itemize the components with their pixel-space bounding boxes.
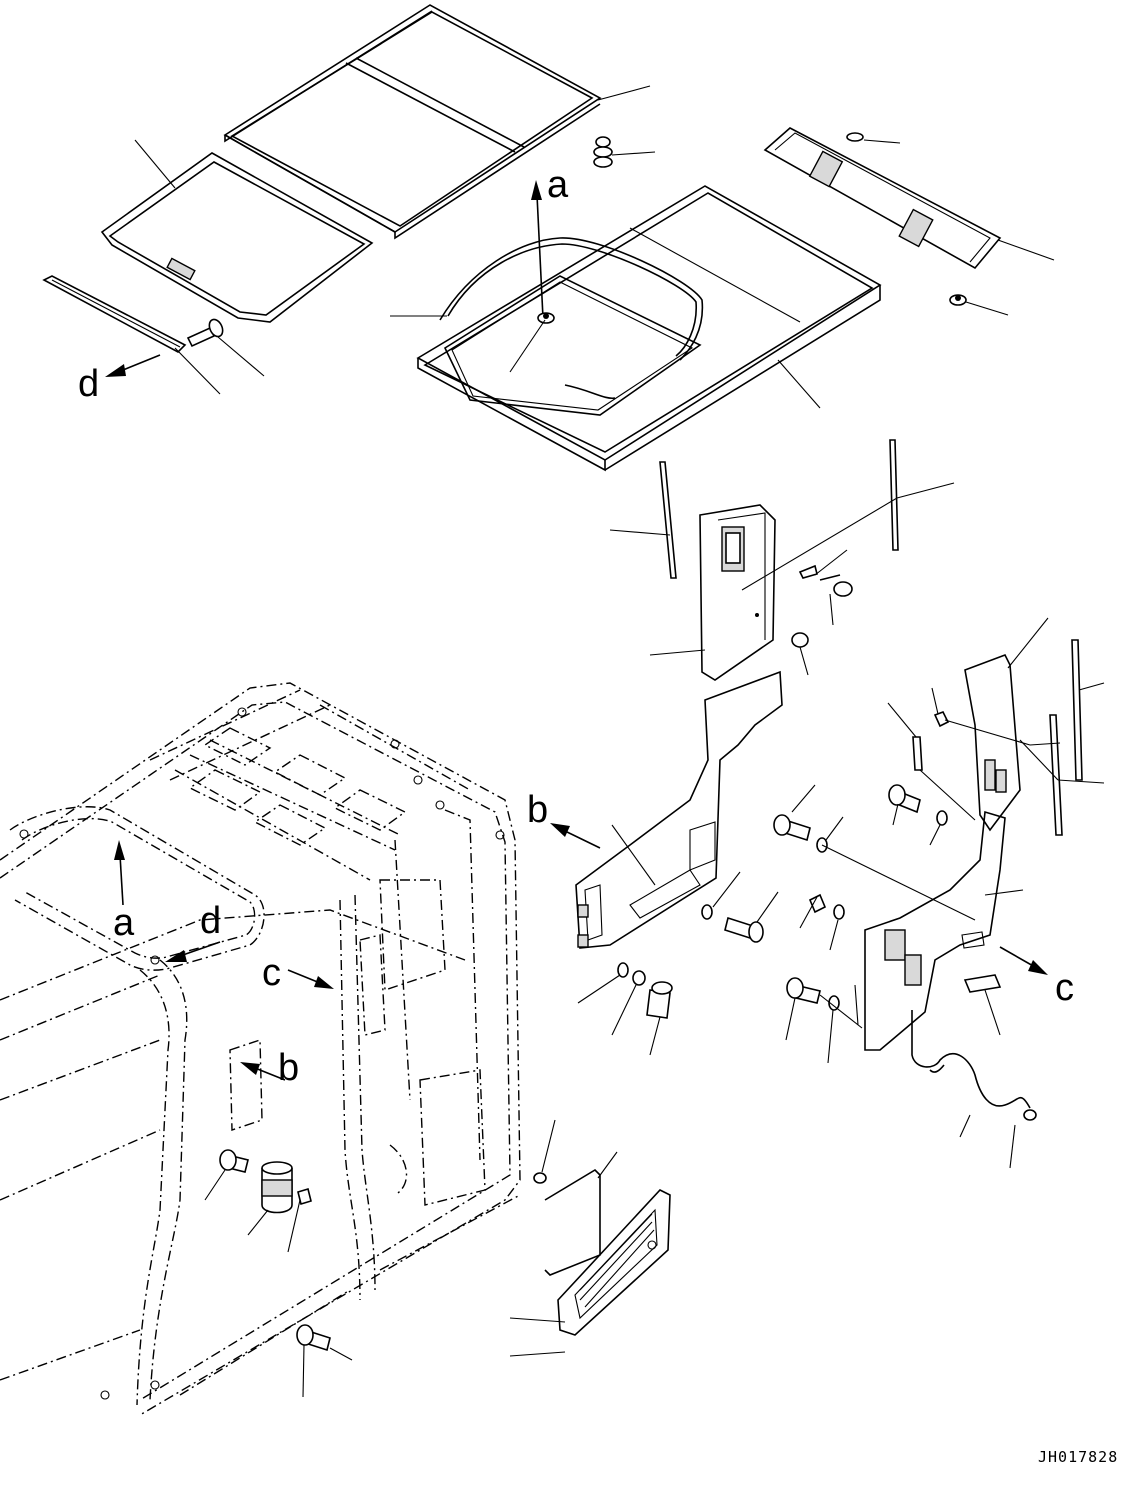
grille-seal: [533, 1119, 618, 1276]
right-pillar-lower-trim: [854, 810, 1024, 1051]
view-label-c-lower: c: [262, 952, 281, 994]
pillar-trim-upper: [649, 504, 776, 681]
arrow-a-upper: a: [531, 164, 569, 319]
arrow-d-lower: d: [165, 900, 221, 962]
arrow-b-upper: b: [527, 789, 601, 849]
arrow-c-right: c: [999, 946, 1074, 1009]
bolt-washer-left-cluster: [577, 871, 779, 1056]
seal-strip-left: [609, 461, 677, 579]
wire-harness: [911, 1010, 1037, 1169]
rear-roof-trim: [763, 127, 1055, 316]
view-label-d-upper: d: [78, 363, 99, 405]
clip-screw-top: [593, 136, 656, 168]
view-label-a-upper: a: [547, 164, 569, 206]
clip-pillar: [791, 549, 853, 676]
arrow-a-lower: a: [113, 840, 135, 944]
lower-rail-strip: [42, 275, 221, 395]
view-label-b-upper: b: [527, 789, 548, 831]
view-label-c-right: c: [1055, 967, 1074, 1009]
right-pillar-trim-upper: [944, 617, 1061, 832]
roof-glass-panel: [100, 139, 374, 323]
drawing-code: JH017828: [1038, 1448, 1118, 1466]
bracket-right: [963, 974, 1002, 1036]
left-pillar-lower-trim: [575, 670, 783, 949]
bolt-center-upper: [773, 784, 976, 921]
side-grille-panel: [509, 1189, 671, 1357]
clip-and-washer-center: [799, 893, 845, 951]
view-label-d-lower: d: [200, 900, 221, 942]
view-label-b-lower: b: [278, 1047, 299, 1089]
small-clips-right: [887, 687, 976, 846]
seal-strip-right: [741, 439, 955, 591]
seal-strips-right-side: [1019, 639, 1105, 836]
arrow-b-lower: b: [240, 1047, 299, 1089]
roof-headliner-panel: [390, 185, 882, 472]
cab-frame: [0, 682, 521, 1416]
bolt-bottom-cab: [296, 1324, 353, 1398]
arrow-c-lower: c: [262, 952, 334, 994]
roof-window-rail: [223, 4, 602, 240]
view-label-a-lower: a: [113, 902, 135, 944]
bolt-center-lower: [785, 977, 863, 1064]
bolt-cup-holder: [204, 1149, 312, 1253]
screw-left: [186, 318, 265, 377]
arrow-d-upper: d: [78, 354, 161, 405]
